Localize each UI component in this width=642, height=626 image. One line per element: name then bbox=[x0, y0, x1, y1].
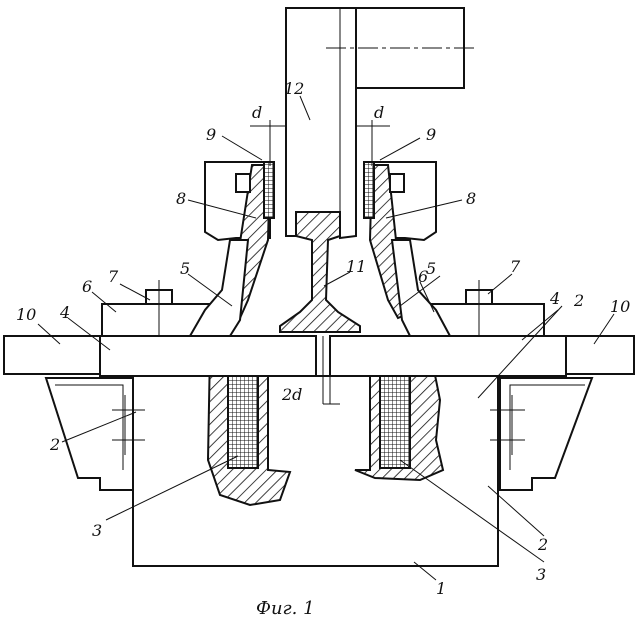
base-block-1 bbox=[133, 376, 498, 566]
label-8-left: 8 bbox=[176, 189, 186, 208]
label-2-right-upper: 2 bbox=[573, 291, 584, 310]
left-liner-9 bbox=[264, 162, 274, 218]
right-liner-9 bbox=[364, 162, 374, 218]
label-9-left: 9 bbox=[206, 125, 216, 144]
label-d-left: d bbox=[252, 103, 262, 122]
label-7-right: 7 bbox=[510, 257, 521, 276]
label-2-right-lower: 2 bbox=[537, 535, 548, 554]
label-11: 11 bbox=[346, 257, 366, 276]
label-10-left: 10 bbox=[16, 305, 36, 324]
right-plate-4 bbox=[330, 336, 566, 376]
left-bracket bbox=[46, 378, 145, 490]
label-6-right: 6 bbox=[418, 267, 428, 286]
label-d-right: d bbox=[374, 103, 384, 122]
label-3-right: 3 bbox=[536, 565, 546, 584]
label-2-left: 2 bbox=[49, 435, 60, 454]
left-small-bolt bbox=[236, 174, 250, 192]
label-1: 1 bbox=[436, 579, 446, 598]
label-3-left: 3 bbox=[92, 521, 102, 540]
right-small-bolt bbox=[390, 174, 404, 192]
label-10-right: 10 bbox=[610, 297, 630, 316]
label-8-right: 8 bbox=[466, 189, 476, 208]
label-9-right: 9 bbox=[426, 125, 436, 144]
label-4-left: 4 bbox=[59, 303, 70, 322]
right-bracket-5 bbox=[392, 240, 450, 336]
label-6-left: 6 bbox=[82, 277, 92, 296]
right-plate-10 bbox=[566, 336, 634, 374]
label-7-left: 7 bbox=[108, 267, 119, 286]
label-12: 12 bbox=[284, 79, 304, 98]
left-bracket-5 bbox=[190, 240, 248, 336]
right-bracket bbox=[490, 378, 592, 490]
figure-caption: Фиг. 1 bbox=[256, 598, 315, 619]
label-4-right: 4 bbox=[549, 289, 560, 308]
left-plate-10 bbox=[4, 336, 102, 374]
vertical-member-12 bbox=[286, 8, 356, 238]
label-2d: 2d bbox=[281, 385, 302, 404]
left-plate-4 bbox=[100, 336, 316, 376]
label-5-left: 5 bbox=[180, 259, 190, 278]
